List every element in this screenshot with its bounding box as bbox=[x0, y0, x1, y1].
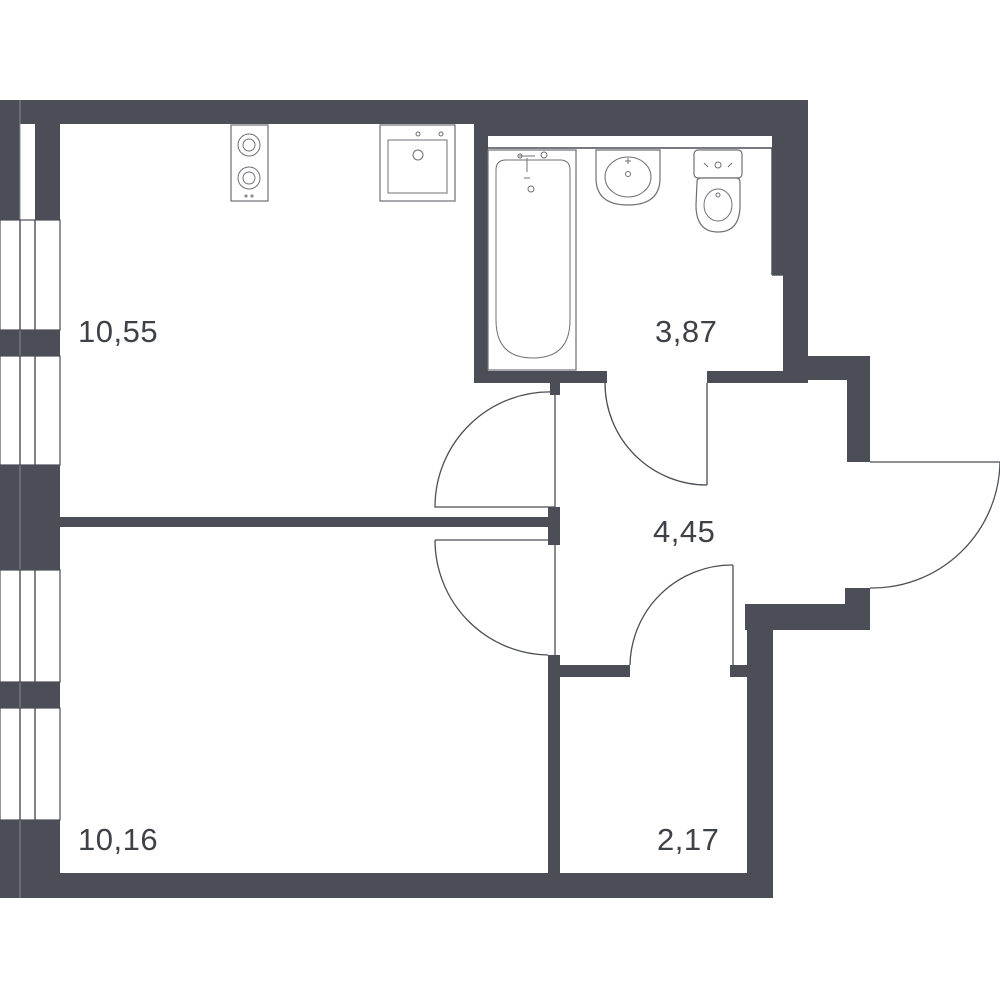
window-4 bbox=[0, 707, 61, 821]
area-label-kitchen-living: 10,55 bbox=[78, 314, 158, 349]
cooktop-icon bbox=[230, 124, 269, 202]
wall-partition-end bbox=[548, 507, 560, 545]
wall-storage-top bbox=[548, 665, 630, 677]
area-label-bedroom: 10,16 bbox=[78, 822, 158, 857]
area-label-hallway: 4,45 bbox=[653, 514, 715, 549]
wall-right-bath-jog bbox=[772, 125, 784, 275]
window-3 bbox=[0, 569, 61, 683]
wall-bath-bottom-left bbox=[474, 371, 607, 383]
wall-bedroom-right bbox=[548, 655, 560, 875]
wall-storage-top-right bbox=[730, 665, 747, 677]
wall-bath-left bbox=[474, 124, 488, 382]
wall-bath-bottom-right bbox=[707, 371, 808, 383]
door-bedroom bbox=[434, 539, 556, 656]
wall-right-storage bbox=[747, 604, 773, 898]
door-entrance bbox=[869, 461, 1000, 589]
windows bbox=[0, 219, 61, 821]
area-label-storage: 2,17 bbox=[657, 822, 719, 857]
wall-bottom bbox=[35, 873, 773, 898]
wall-left-pier-2 bbox=[0, 465, 60, 570]
wall-partition bbox=[60, 517, 550, 527]
window-2 bbox=[0, 355, 61, 466]
wall-left-pier-1 bbox=[0, 330, 60, 356]
door-kitchen bbox=[434, 391, 556, 508]
doors bbox=[434, 382, 1000, 666]
toilet-icon bbox=[693, 149, 743, 233]
bathtub-icon bbox=[487, 149, 577, 371]
wall-entry-jamb-top bbox=[847, 356, 870, 462]
kitchen-sink-icon bbox=[379, 124, 456, 202]
door-storage bbox=[629, 564, 734, 666]
washbasin-icon bbox=[595, 149, 661, 206]
wall-hall-top-strip bbox=[488, 124, 784, 136]
wall-left-outer bbox=[0, 100, 20, 220]
inner-lines bbox=[19, 100, 783, 898]
door-bathroom bbox=[604, 382, 708, 486]
wall-left-pier-3 bbox=[0, 682, 60, 708]
area-label-bathroom: 3,87 bbox=[655, 314, 717, 349]
wall-top bbox=[0, 100, 808, 124]
wall-bath-door-stub bbox=[550, 383, 560, 395]
window-1 bbox=[0, 219, 61, 331]
wall-right-bath bbox=[783, 100, 808, 362]
